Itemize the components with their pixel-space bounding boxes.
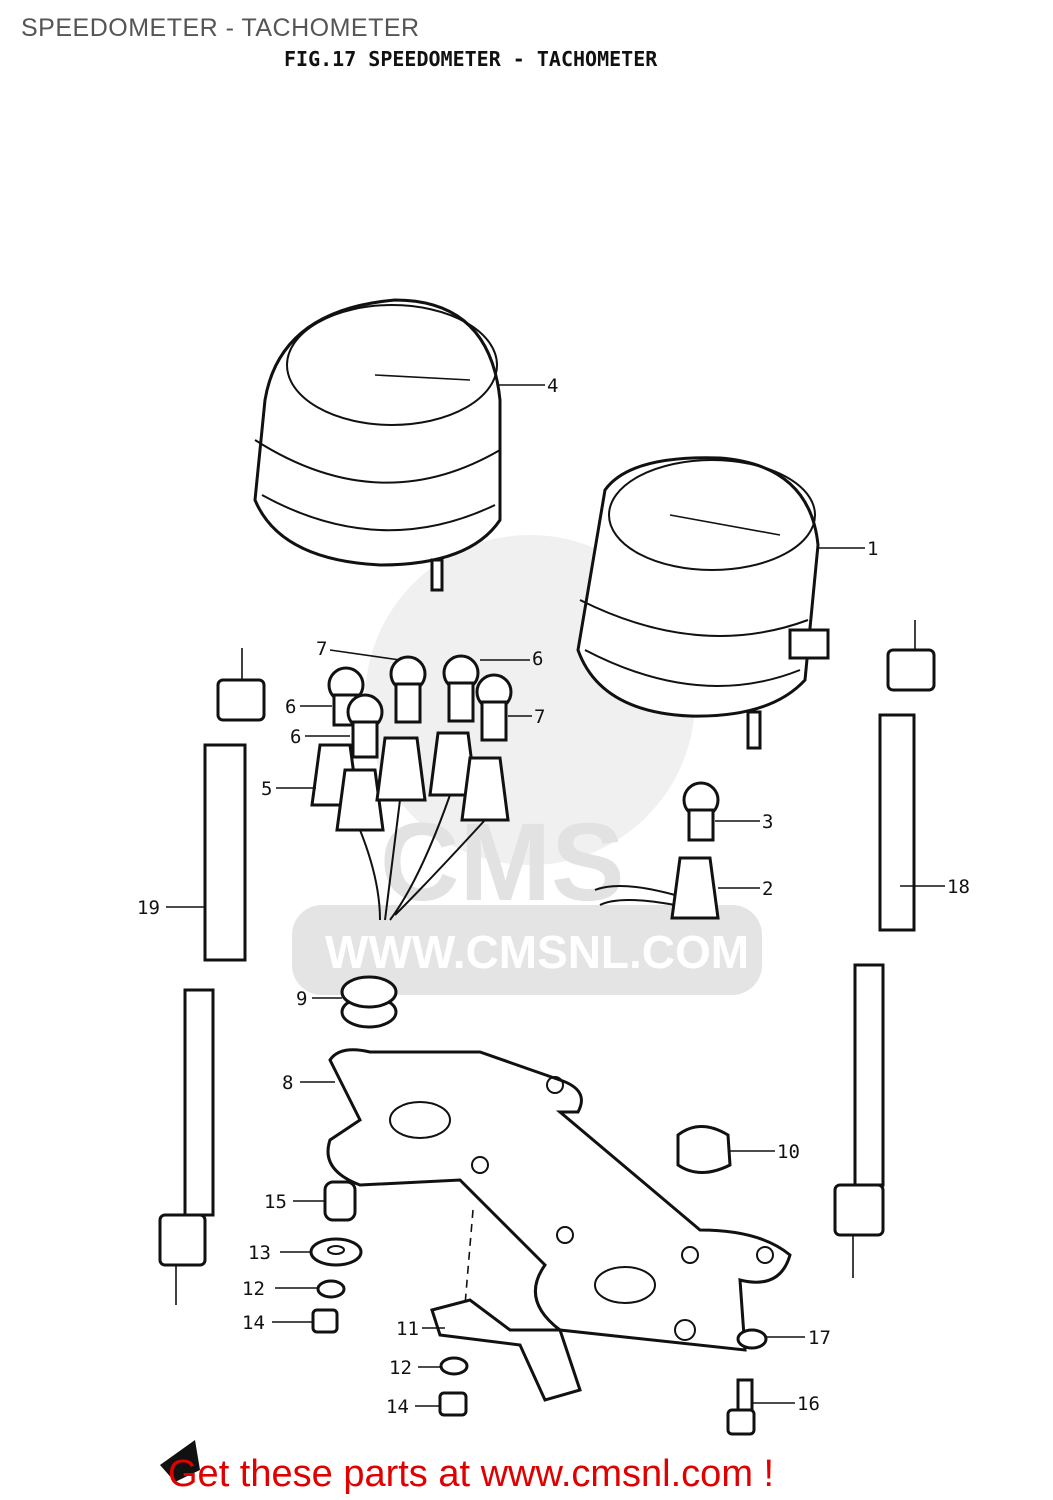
callout-12: 12: [389, 1357, 412, 1379]
callout-3: 3: [762, 811, 773, 833]
part-14-nut[interactable]: [311, 1308, 339, 1334]
callout-9: 9: [296, 988, 307, 1010]
callout-7: 7: [534, 706, 545, 728]
watermark-banner: [292, 905, 762, 995]
callout-14: 14: [242, 1312, 265, 1334]
part-18-cable[interactable]: [833, 620, 936, 1278]
callout-16: 16: [797, 1393, 820, 1415]
figure-caption: FIG.17 SPEEDOMETER - TACHOMETER: [284, 47, 658, 71]
callout-6: 6: [532, 648, 543, 670]
callout-6: 6: [285, 696, 296, 718]
part-10-cap[interactable]: [676, 1125, 732, 1174]
callout-13: 13: [248, 1242, 271, 1264]
part-9-grommet[interactable]: [340, 975, 398, 1029]
callout-18: 18: [947, 876, 970, 898]
callout-15: 15: [264, 1191, 287, 1213]
callout-10: 10: [777, 1141, 800, 1163]
part-19-cable[interactable]: [158, 648, 266, 1305]
part-15-collar[interactable]: [323, 1180, 357, 1222]
callout-5: 5: [261, 778, 272, 800]
part-1-speedometer[interactable]: [576, 456, 830, 750]
bulbs[interactable]: [327, 654, 513, 759]
watermark-url: WWW.CMSNL.COM: [325, 926, 749, 978]
callout-11: 11: [396, 1318, 419, 1340]
callout-6: 6: [290, 726, 301, 748]
callout-19: 19: [137, 897, 160, 919]
part-3-bulb[interactable]: [682, 781, 720, 842]
part-17-clip[interactable]: [736, 1328, 768, 1350]
callout-4: 4: [547, 375, 558, 397]
corner-mark: [160, 1440, 200, 1482]
part-13-washer[interactable]: [309, 1237, 363, 1267]
footer-link[interactable]: Get these parts at www.cmsnl.com !: [168, 1453, 775, 1495]
callout-2: 2: [762, 878, 773, 900]
callout-7: 7: [316, 638, 327, 660]
part-5-socket-harness[interactable]: [310, 731, 510, 921]
leader-lines: [166, 384, 945, 1407]
page-title: SPEEDOMETER - TACHOMETER: [21, 14, 420, 42]
part-14-nut-2[interactable]: [438, 1391, 468, 1417]
callout-8: 8: [282, 1072, 293, 1094]
callout-labels: 4 1 7 6 6 7 6 5 3 2 19 18 9 8 10 15 13 1…: [137, 375, 970, 1418]
callout-12: 12: [242, 1278, 265, 1300]
part-4-tachometer[interactable]: [253, 298, 502, 592]
part-8-bracket[interactable]: [326, 1048, 792, 1352]
part-2-socket[interactable]: [594, 856, 720, 920]
callout-14: 14: [386, 1396, 409, 1418]
callout-1: 1: [867, 538, 878, 560]
part-16-bolt[interactable]: [726, 1378, 756, 1436]
part-11-bracket[interactable]: [430, 1209, 582, 1402]
callout-17: 17: [808, 1327, 831, 1349]
part-12-lockwasher-2[interactable]: [439, 1356, 469, 1376]
part-12-lockwasher[interactable]: [316, 1279, 346, 1299]
